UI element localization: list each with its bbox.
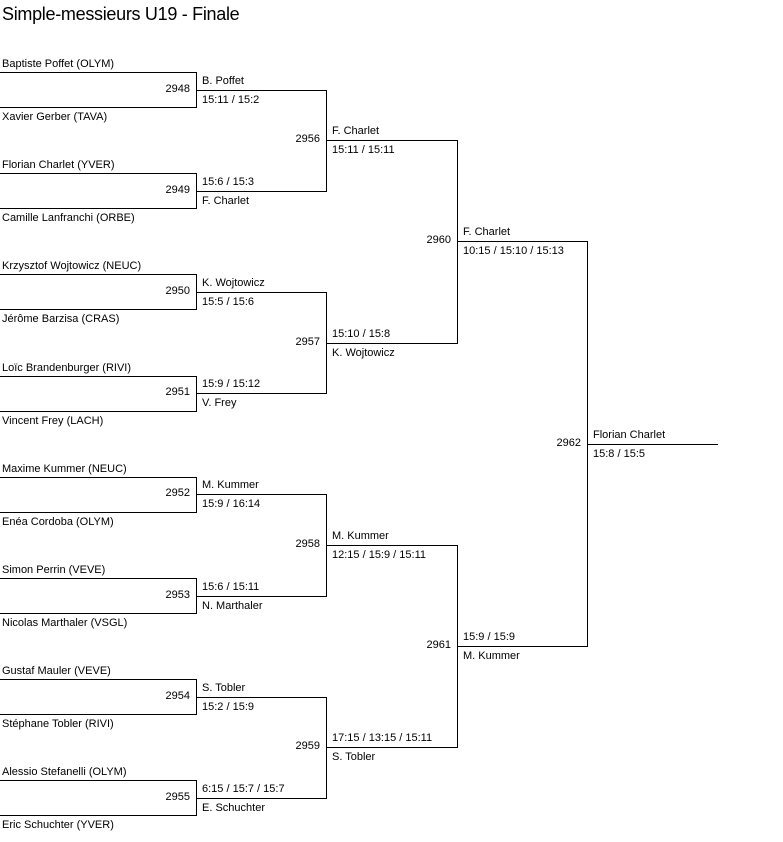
match-score: 6:15 / 15:7 / 15:7 (202, 783, 285, 795)
player-name: Gustaf Mauler (VEVE) (2, 665, 111, 677)
match-connector (326, 697, 327, 799)
winner-line (457, 646, 588, 647)
match-number: 2948 (165, 83, 190, 95)
winner-line (587, 444, 718, 445)
match-number: 2962 (556, 437, 581, 449)
match-number: 2956 (295, 133, 320, 145)
winner-line (326, 747, 458, 748)
match-number: 2951 (165, 386, 190, 398)
player-line (0, 274, 196, 275)
winner-name: K. Wojtowicz (202, 277, 265, 289)
match-score: 12:15 / 15:9 / 15:11 (332, 549, 426, 561)
match-number: 2959 (295, 740, 320, 752)
match-score: 15:11 / 15:11 (332, 144, 395, 156)
player-name: Enéa Cordoba (OLYM) (2, 516, 114, 528)
match-score: 15:2 / 15:9 (202, 701, 254, 713)
player-line (0, 780, 196, 781)
player-name: Baptiste Poffet (OLYM) (2, 58, 115, 70)
match-score: 10:15 / 15:10 / 15:13 (463, 245, 564, 257)
winner-line (196, 798, 327, 799)
winner-name: E. Schuchter (202, 802, 265, 814)
winner-line (196, 596, 327, 597)
match-connector (196, 477, 197, 513)
match-number: 2953 (165, 589, 190, 601)
match-score: 15:11 / 15:2 (202, 94, 260, 106)
match-score: 15:8 / 15:5 (593, 448, 645, 460)
player-line (0, 411, 196, 412)
player-line (0, 815, 196, 816)
winner-name: F. Charlet (202, 195, 250, 207)
player-name: Florian Charlet (YVER) (2, 159, 115, 171)
winner-name: V. Frey (202, 397, 237, 409)
page-title: Simple-messieurs U19 - Finale (2, 4, 240, 24)
winner-line (196, 494, 327, 495)
player-name: Loïc Brandenburger (RIVI) (2, 362, 132, 374)
player-line (0, 512, 196, 513)
match-score: 15:10 / 15:8 (332, 328, 391, 340)
player-line (0, 477, 196, 478)
player-name: Eric Schuchter (YVER) (2, 819, 114, 831)
winner-name: N. Marthaler (202, 600, 263, 612)
player-name: Krzysztof Wojtowicz (NEUC) (2, 260, 142, 272)
winner-line (196, 191, 327, 192)
player-name: Jérôme Barzisa (CRAS) (2, 313, 120, 325)
match-score: 15:9 / 16:14 (202, 498, 261, 510)
player-line (0, 679, 196, 680)
player-line (0, 613, 196, 614)
player-name: Maxime Kummer (NEUC) (2, 463, 127, 475)
winner-line (326, 545, 458, 546)
player-line (0, 376, 196, 377)
match-score: 15:5 / 15:6 (202, 296, 254, 308)
winner-line (196, 292, 327, 293)
player-name: Stéphane Tobler (RIVI) (2, 718, 114, 730)
match-score: 17:15 / 13:15 / 15:11 (332, 732, 433, 744)
player-line (0, 714, 196, 715)
winner-line (326, 140, 458, 141)
player-line (0, 107, 196, 108)
match-number: 2950 (165, 285, 190, 297)
match-score: 15:6 / 15:3 (202, 176, 254, 188)
match-score: 15:9 / 15:12 (202, 378, 261, 390)
match-connector (196, 376, 197, 412)
winner-line (196, 90, 327, 91)
match-score: 15:6 / 15:11 (202, 581, 260, 593)
player-name: Nicolas Marthaler (VSGL) (2, 617, 128, 629)
player-name: Vincent Frey (LACH) (2, 415, 104, 427)
player-line (0, 208, 196, 209)
winner-line (326, 343, 458, 344)
winner-name: M. Kummer (463, 650, 520, 662)
match-number: 2958 (295, 538, 320, 550)
winner-name: S. Tobler (202, 682, 246, 694)
winner-name: F. Charlet (463, 226, 511, 238)
winner-line (457, 241, 588, 242)
player-name: Alessio Stefanelli (OLYM) (2, 766, 127, 778)
player-line (0, 309, 196, 310)
player-line (0, 72, 196, 73)
winner-name: M. Kummer (202, 479, 259, 491)
match-number: 2949 (165, 184, 190, 196)
winner-name: B. Poffet (202, 75, 244, 87)
match-number: 2954 (165, 690, 190, 702)
match-score: 15:9 / 15:9 (463, 631, 515, 643)
winner-name: F. Charlet (332, 125, 380, 137)
match-number: 2957 (295, 336, 320, 348)
match-connector (457, 140, 458, 344)
winner-name: S. Tobler (332, 751, 376, 763)
match-number: 2955 (165, 791, 190, 803)
winner-name: K. Wojtowicz (332, 347, 395, 359)
player-name: Simon Perrin (VEVE) (2, 564, 106, 576)
winner-line (196, 697, 327, 698)
match-number: 2952 (165, 487, 190, 499)
player-line (0, 578, 196, 579)
player-line (0, 173, 196, 174)
match-connector (326, 90, 327, 192)
winner-line (196, 393, 327, 394)
winner-name: Florian Charlet (593, 429, 666, 441)
player-name: Xavier Gerber (TAVA) (2, 111, 108, 123)
match-number: 2960 (426, 234, 451, 246)
match-number: 2961 (426, 639, 451, 651)
winner-name: M. Kummer (332, 530, 389, 542)
player-name: Camille Lanfranchi (ORBE) (2, 212, 135, 224)
